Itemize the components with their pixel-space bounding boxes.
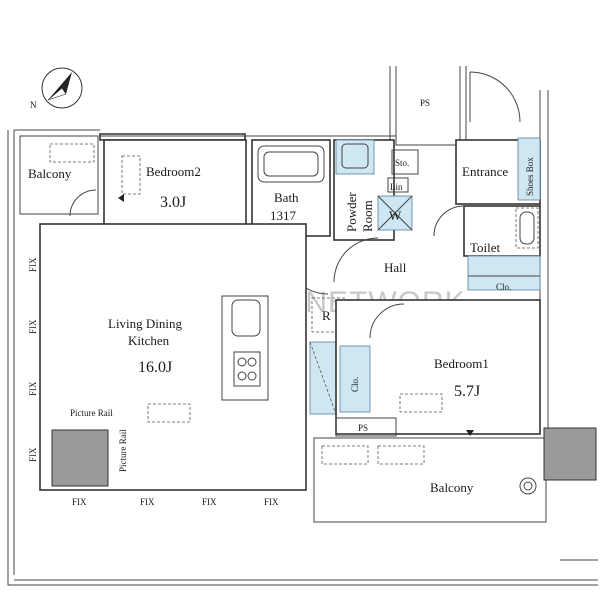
svg-text:5.7J: 5.7J [454, 383, 480, 400]
svg-text:Balcony: Balcony [28, 166, 72, 181]
svg-text:Shoes Box: Shoes Box [525, 157, 535, 196]
svg-text:16.0J: 16.0J [138, 359, 172, 376]
bedroom2: Bedroom2 3.0J [69, 139, 247, 237]
svg-text:Clo.: Clo. [350, 377, 360, 392]
svg-text:FIX: FIX [72, 497, 87, 507]
svg-text:Toilet: Toilet [470, 240, 501, 255]
svg-text:W: W [389, 208, 402, 223]
refrigerator: R [309, 297, 347, 415]
svg-text:PS: PS [358, 423, 368, 433]
svg-text:FIX: FIX [28, 257, 38, 272]
balcony-bottom: Balcony [313, 427, 597, 523]
svg-text:Lin: Lin [390, 182, 403, 192]
svg-text:FIX: FIX [202, 497, 217, 507]
living-dining-kitchen: Living Dining Kitchen 16.0J Picture Rail… [39, 223, 307, 491]
svg-text:Hall: Hall [384, 260, 407, 275]
svg-text:FIX: FIX [140, 497, 155, 507]
svg-text:Sto.: Sto. [395, 158, 409, 168]
svg-text:PS: PS [420, 98, 430, 108]
bath: Bath 1317 [251, 139, 331, 237]
svg-text:Clo.: Clo. [496, 282, 511, 292]
fix-labels: FIX FIX FIX FIX FIX FIX FIX FIX [28, 257, 279, 507]
balcony-left: Balcony [19, 135, 99, 215]
north-label: N [30, 100, 37, 110]
svg-text:R: R [322, 308, 331, 323]
svg-text:3.0J: 3.0J [160, 194, 186, 211]
svg-text:Entrance: Entrance [462, 164, 508, 179]
powder-room: Sto. Lin W Powder Room [333, 139, 419, 241]
svg-text:FIX: FIX [28, 447, 38, 462]
svg-text:Picture Rail: Picture Rail [118, 429, 128, 472]
svg-text:Kitchen: Kitchen [128, 333, 170, 348]
svg-text:FIX: FIX [28, 381, 38, 396]
svg-text:Balcony: Balcony [430, 480, 474, 495]
north-arrow-icon: N [30, 67, 83, 110]
svg-text:Living Dining: Living Dining [108, 316, 183, 331]
svg-text:Bath: Bath [274, 190, 299, 205]
svg-text:FIX: FIX [264, 497, 279, 507]
svg-text:1317: 1317 [270, 208, 297, 223]
entrance: Entrance Shoes Box [455, 71, 541, 205]
svg-text:FIX: FIX [28, 319, 38, 334]
ps-top: PS [420, 98, 430, 108]
svg-text:Picture Rail: Picture Rail [70, 408, 113, 418]
svg-text:Bedroom1: Bedroom1 [434, 356, 489, 371]
svg-text:Room: Room [360, 200, 375, 232]
toilet: Toilet Clo. [433, 205, 541, 292]
svg-text:Bedroom2: Bedroom2 [146, 164, 201, 179]
svg-text:Powder: Powder [344, 192, 359, 232]
bedroom1: Clo. Bedroom1 5.7J PS [335, 299, 541, 437]
